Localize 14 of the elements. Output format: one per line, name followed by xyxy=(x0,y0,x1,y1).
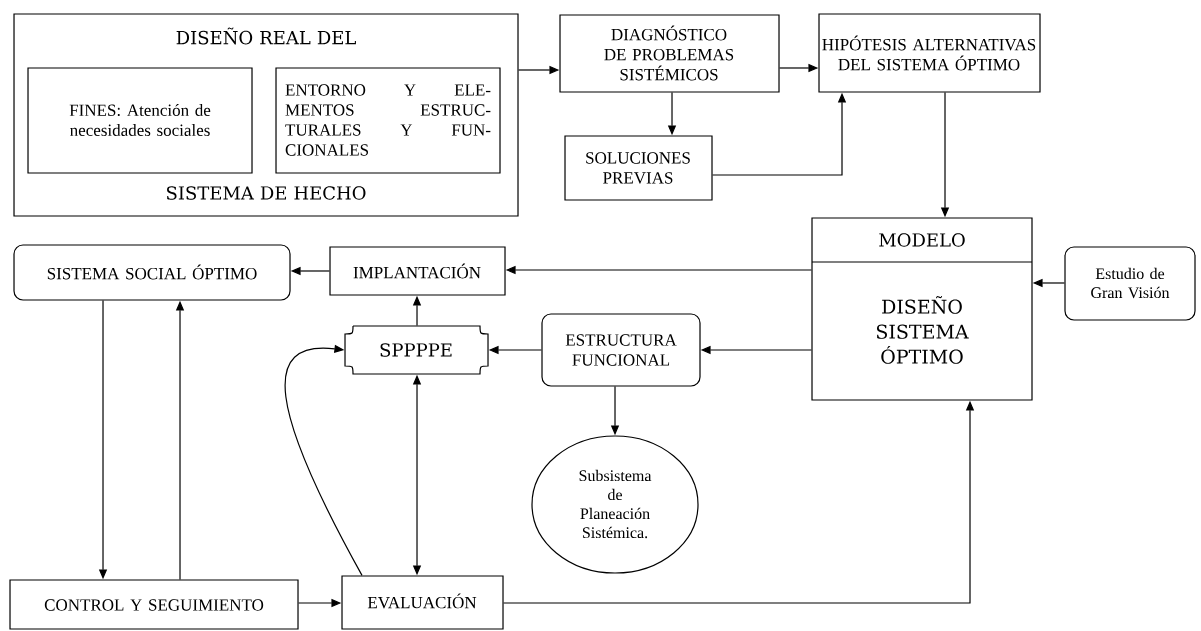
process-box: HIPÓTESIS ALTERNATIVAS DEL SISTEMA ÓPTIMO xyxy=(818,13,1041,93)
process-box: IMPLANTACIÓN xyxy=(329,246,506,296)
process-box: SOLUCIONES PREVIAS xyxy=(564,135,713,201)
process-box: DIAGNÓSTICO DE PROBLEMAS SISTÉMICOS xyxy=(559,14,780,93)
process-box: CONTROL Y SEGUIMIENTO xyxy=(9,579,299,630)
arrow xyxy=(284,344,363,576)
process-box: EVALUACIÓN xyxy=(341,575,504,630)
process-box: SPPPPE xyxy=(344,325,489,375)
process-box: ENTORNO Y ELE- MENTOS ESTRUC- TURALES Y FUN- CIONALES xyxy=(275,67,501,174)
process-box: ESTRUCTURA FUNCIONAL xyxy=(541,313,701,387)
input-box: Estudio de Gran Visión xyxy=(1064,246,1196,321)
process-box: FINES: Atención de necesidades sociales xyxy=(27,67,253,174)
process-box: SISTEMA SOCIAL ÓPTIMO xyxy=(13,244,291,301)
model-box: MODELO DISEÑO SISTEMA ÓPTIMO xyxy=(811,217,1033,401)
